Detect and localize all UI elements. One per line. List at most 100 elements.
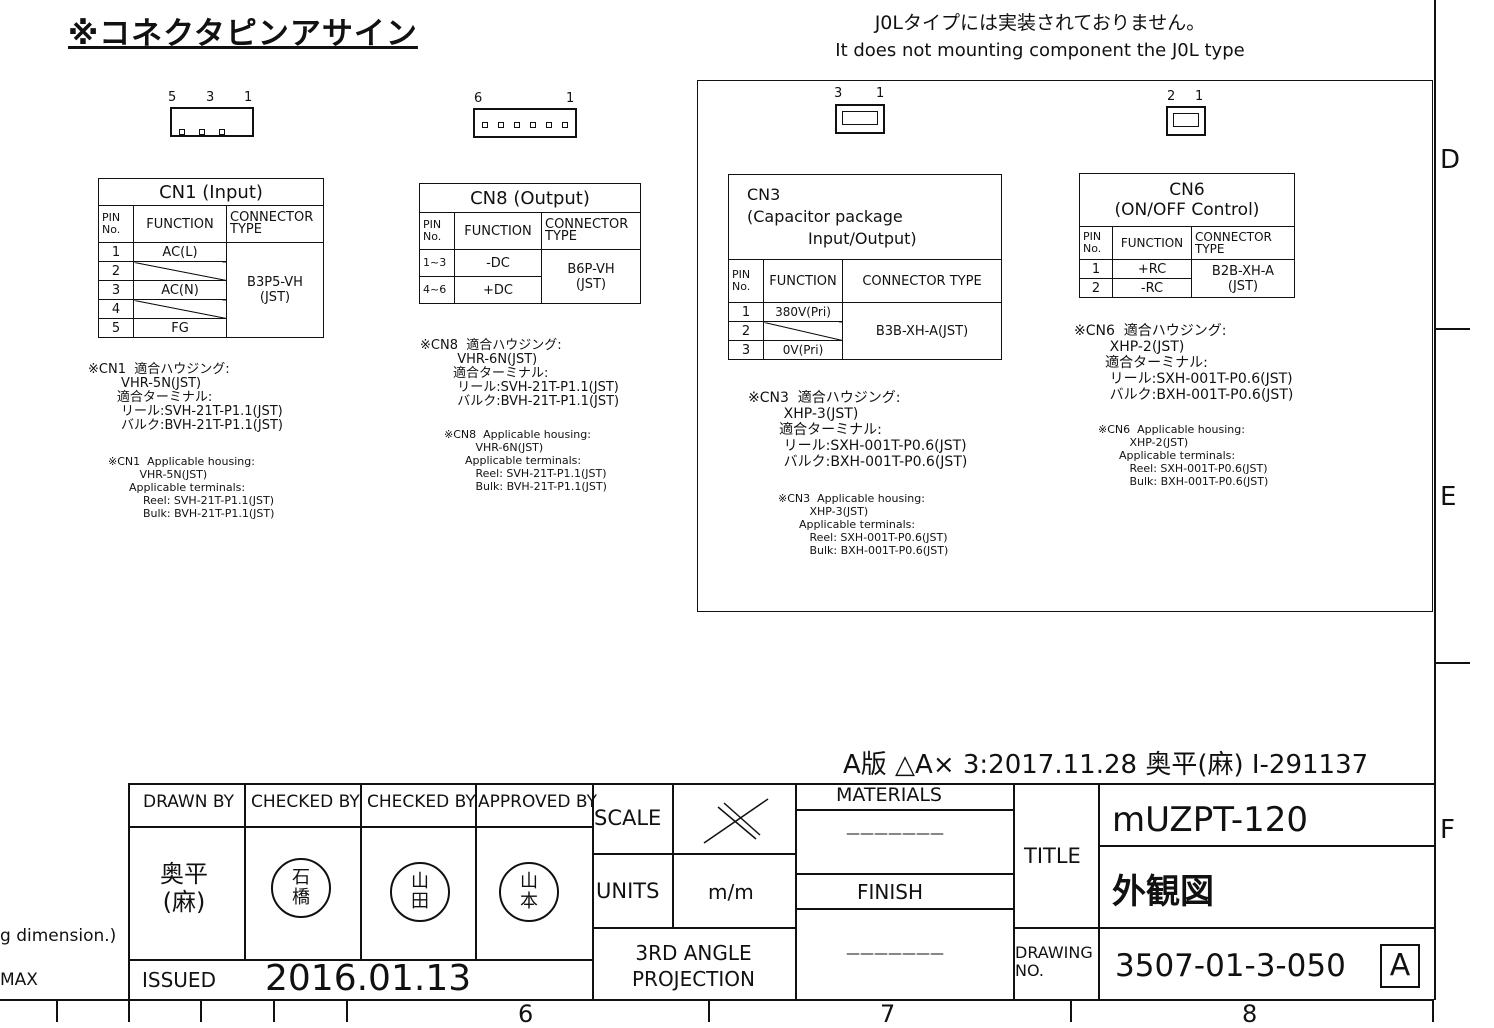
connector-type-cell: B6P-VH (JST) xyxy=(541,249,641,304)
zone-letter-f: F xyxy=(1440,815,1455,845)
pin-cell: 3 xyxy=(98,280,134,300)
revision-note: A版 △A× 3:2017.11.28 奥平(麻) I-291137 xyxy=(843,750,1369,780)
function-cell-unused xyxy=(763,321,843,341)
left-fragment-max: MAX xyxy=(0,970,38,990)
zone-number-7: 7 xyxy=(880,1000,896,1028)
cn1-pin-label: 3 xyxy=(206,90,215,105)
cn1-notes-jp: ※CN1 適合ハウジング: VHR-5N(JST) 適合ターミナル: リール:S… xyxy=(88,362,283,433)
approved-by-stamp: 山 本 xyxy=(499,862,559,922)
cn6-notes-jp: ※CN6 適合ハウジング: XHP-2(JST) 適合ターミナル: リール:SX… xyxy=(1074,323,1294,403)
drawn-by-label: DRAWN BY xyxy=(143,792,234,812)
zone-letter-d: D xyxy=(1440,145,1461,175)
materials-value: ——————— xyxy=(846,826,944,842)
cn8-table: CN8 (Output) PIN No. FUNCTION CONNECTOR … xyxy=(419,183,641,304)
connector-type-cell: B2B-XH-A (JST) xyxy=(1191,259,1295,298)
cn1-pin-label: 1 xyxy=(244,90,253,105)
cn3-notes-en: ※CN3 Applicable housing: XHP-3(JST) Appl… xyxy=(778,492,949,557)
function-cell: AC(N) xyxy=(133,280,227,300)
cn6-pin-label: 1 xyxy=(1195,89,1204,104)
materials-label: MATERIALS xyxy=(836,784,942,806)
col-header-pin: PIN No. xyxy=(419,212,455,250)
jol-note-en: It does not mounting component the J0L t… xyxy=(835,40,1245,61)
cn8-notes-jp: ※CN8 適合ハウジング: VHR-6N(JST) 適合ターミナル: リール:S… xyxy=(420,338,620,409)
cn8-pin-label: 6 xyxy=(474,91,483,106)
connector-type-cell: B3B-XH-A(JST) xyxy=(842,302,1002,360)
cn3-notes-jp: ※CN3 適合ハウジング: XHP-3(JST) 適合ターミナル: リール:SX… xyxy=(748,390,968,470)
pin-cell: 4 xyxy=(98,299,134,319)
drawing-no-label: DRAWING NO. xyxy=(1015,943,1093,980)
cn1-table: CN1 (Input) PIN No. FUNCTION CONNECTOR T… xyxy=(98,178,324,338)
col-header-type: CONNECTOR TYPE xyxy=(1191,226,1295,260)
finish-value: ——————— xyxy=(846,946,944,962)
pin-cell: 4~6 xyxy=(419,276,455,304)
cn6-pin-label: 2 xyxy=(1167,89,1176,104)
projection-label: 3RD ANGLE PROJECTION xyxy=(631,941,756,991)
pin-cell: 2 xyxy=(728,321,764,341)
col-header-function: FUNCTION xyxy=(133,205,227,243)
jol-note-jp: J0Lタイプには実装されておりません。 xyxy=(874,12,1206,34)
function-cell: +RC xyxy=(1112,259,1192,279)
col-header-type: CONNECTOR TYPE xyxy=(842,259,1002,303)
cn3-pin-label: 1 xyxy=(876,86,885,101)
scale-not-to-scale-mark xyxy=(703,798,769,844)
title-drawing-name: 外観図 xyxy=(1112,872,1214,912)
drawing-revision-box: A xyxy=(1380,944,1420,988)
col-header-function: FUNCTION xyxy=(454,212,542,250)
cn6-table-title: CN6 (ON/OFF Control) xyxy=(1079,173,1295,227)
pin-cell: 1 xyxy=(98,242,134,262)
function-cell: -DC xyxy=(454,249,542,277)
cn1-pin-label: 5 xyxy=(168,90,177,105)
checked-by-stamp-2: 山 田 xyxy=(390,862,450,922)
checked-by-label: CHECKED BY xyxy=(367,792,476,812)
checked-by-label: CHECKED BY xyxy=(251,792,360,812)
function-cell: AC(L) xyxy=(133,242,227,262)
col-header-function: FUNCTION xyxy=(763,259,843,303)
title-model: mUZPT-120 xyxy=(1112,800,1309,840)
cn1-notes-en: ※CN1 Applicable housing: VHR-5N(JST) App… xyxy=(108,455,275,520)
approved-by-label: APPROVED BY xyxy=(478,792,598,812)
page-title: ※コネクタピンアサイン xyxy=(68,16,418,52)
zone-number-6: 6 xyxy=(518,1000,534,1028)
pin-cell: 2 xyxy=(1079,278,1113,298)
frame-border-right xyxy=(1434,0,1436,1000)
units-value: m/m xyxy=(708,880,754,904)
col-header-pin: PIN No. xyxy=(1079,226,1113,260)
pin-cell: 2 xyxy=(98,261,134,281)
issued-date: 2016.01.13 xyxy=(265,958,472,999)
title-label: TITLE xyxy=(1024,844,1081,868)
checked-by-stamp-1: 石 橋 xyxy=(271,858,331,918)
jol-not-mounted-box xyxy=(697,80,1433,612)
finish-label: FINISH xyxy=(857,880,923,904)
pin-cell: 3 xyxy=(728,340,764,360)
pin-cell: 5 xyxy=(98,318,134,338)
col-header-type: CONNECTOR TYPE xyxy=(226,205,324,243)
col-header-pin: PIN No. xyxy=(728,259,764,303)
cn6-connector-shape xyxy=(1166,106,1206,136)
units-label: UNITS xyxy=(596,879,660,903)
function-cell: -RC xyxy=(1112,278,1192,298)
cn1-table-title: CN1 (Input) xyxy=(98,178,324,206)
cn3-table-title: CN3 (Capacitor package Input/Output) xyxy=(728,174,1002,260)
function-cell: 0V(Pri) xyxy=(763,340,843,360)
function-cell: FG xyxy=(133,318,227,338)
function-cell-unused xyxy=(133,261,227,281)
cn8-notes-en: ※CN8 Applicable housing: VHR-6N(JST) App… xyxy=(444,428,607,493)
cn8-connector-shape xyxy=(473,108,577,138)
pin-cell: 1 xyxy=(728,302,764,322)
function-cell: 380V(Pri) xyxy=(763,302,843,322)
drawing-number: 3507-01-3-050 xyxy=(1115,948,1346,984)
zone-divider xyxy=(1436,662,1470,664)
cn3-pin-label: 3 xyxy=(834,86,843,101)
cn8-pin-label: 1 xyxy=(566,91,575,106)
cn1-connector-shape xyxy=(170,107,254,137)
cn8-table-title: CN8 (Output) xyxy=(419,183,641,213)
drawn-by-name: 奥平 (麻) xyxy=(160,860,208,916)
zone-letter-e: E xyxy=(1440,482,1457,512)
connector-type-cell: B3P5-VH (JST) xyxy=(226,242,324,338)
cn3-table: CN3 (Capacitor package Input/Output) PIN… xyxy=(728,174,1002,360)
col-header-type: CONNECTOR TYPE xyxy=(541,212,641,250)
cn6-notes-en: ※CN6 Applicable housing: XHP-2(JST) Appl… xyxy=(1098,423,1269,488)
function-cell-unused xyxy=(133,299,227,319)
pin-cell: 1 xyxy=(1079,259,1113,279)
left-fragment-dimension: g dimension.) xyxy=(0,926,117,946)
